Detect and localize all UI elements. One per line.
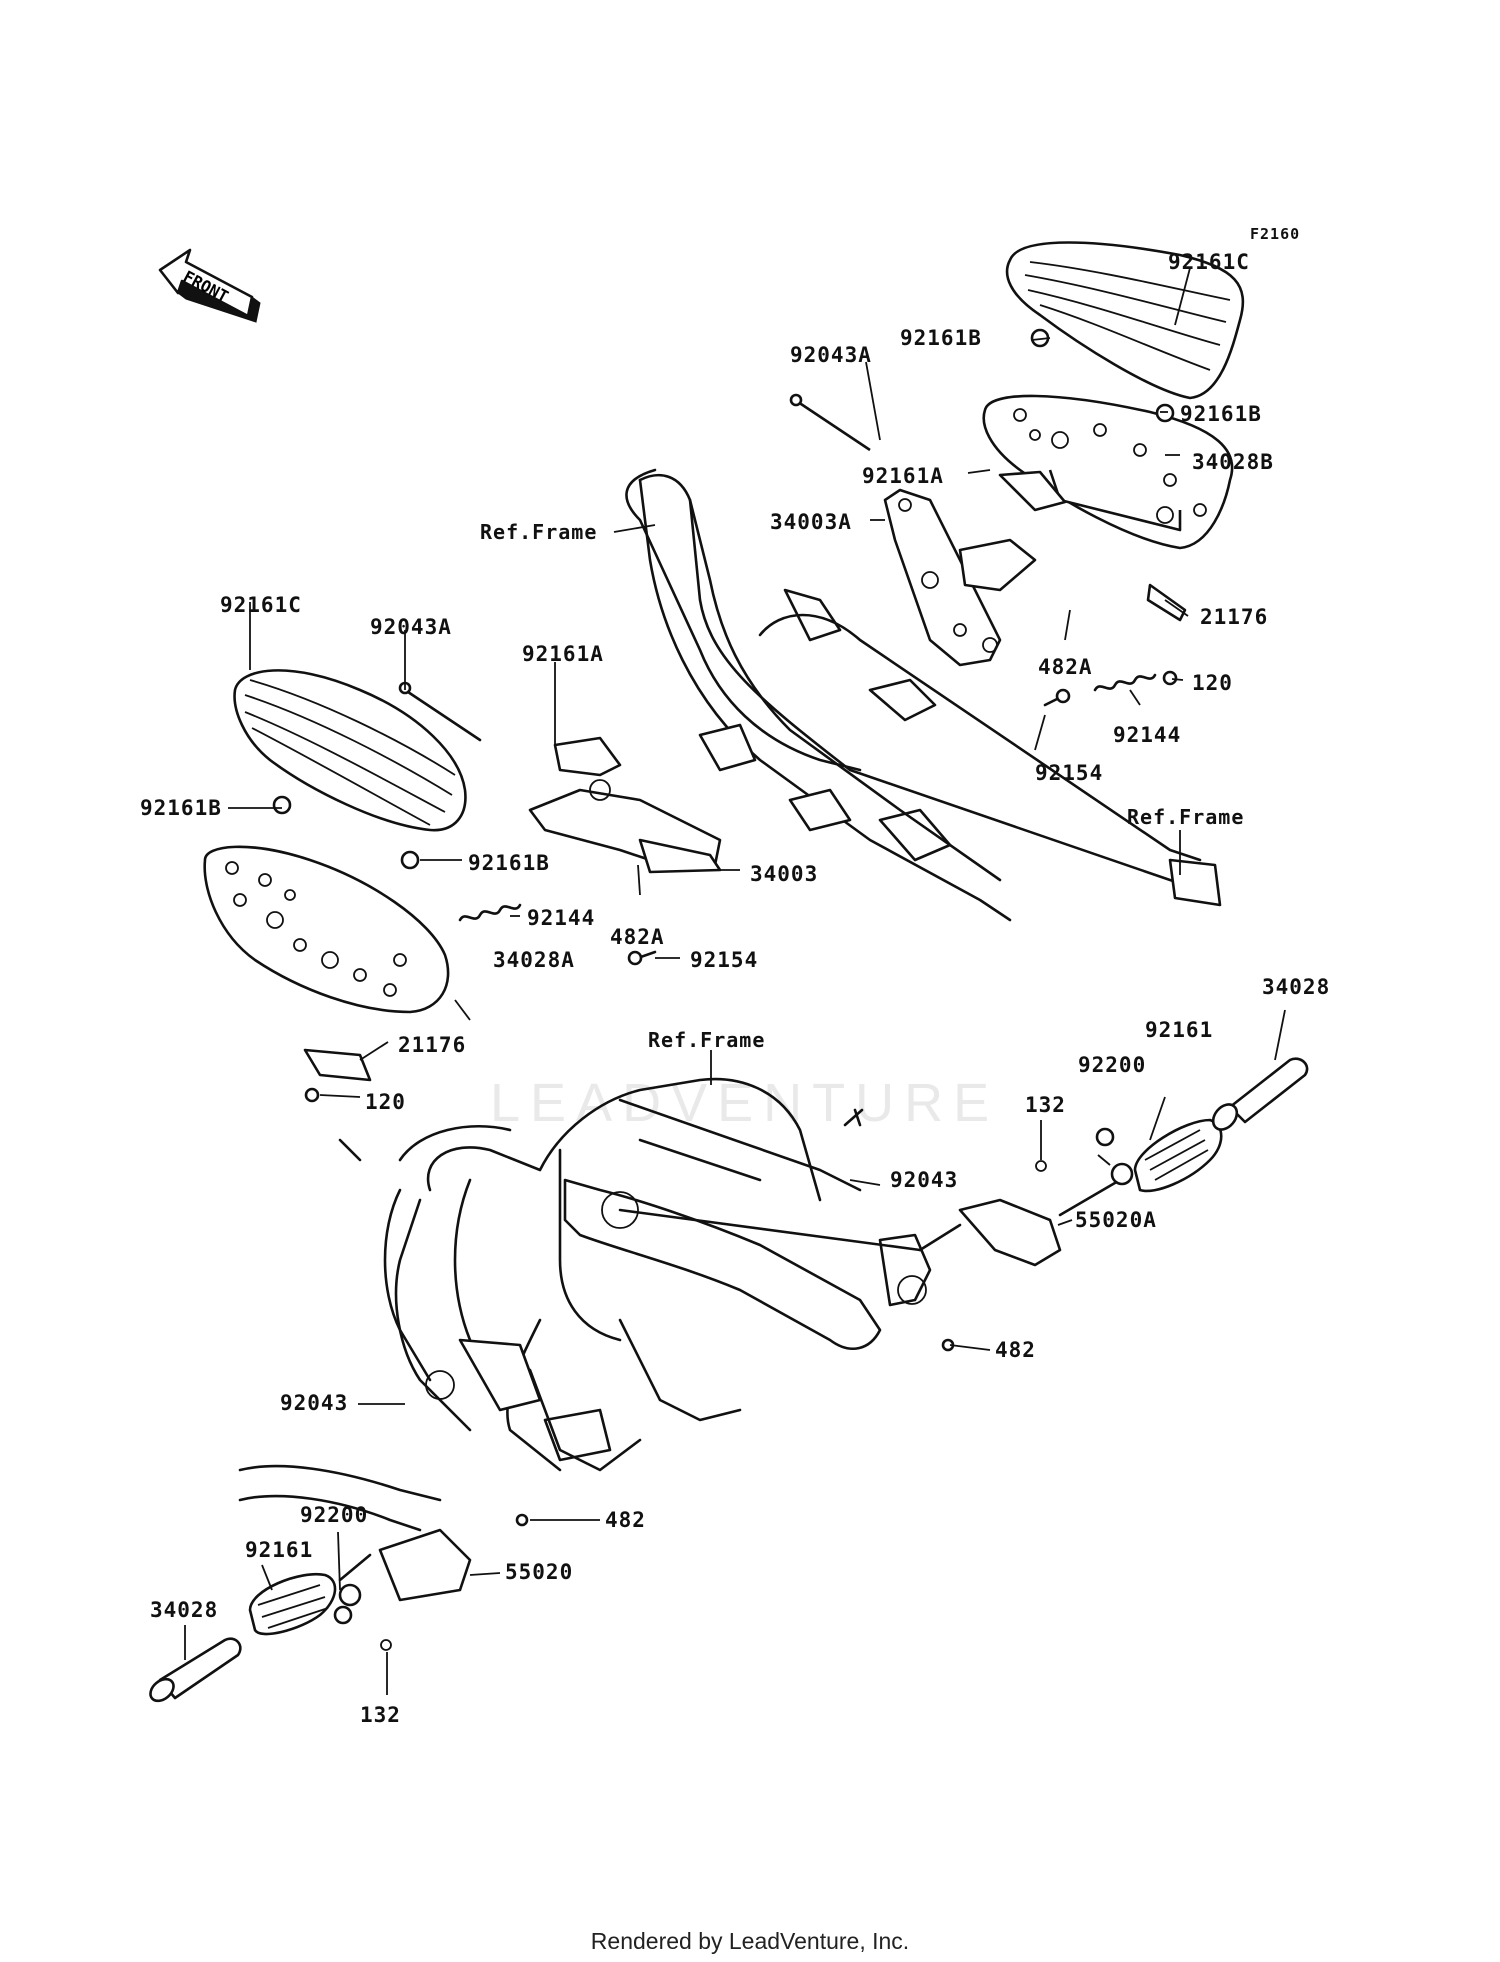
label-92154-left: 92154 <box>690 948 759 972</box>
label-ref-frame-1: Ref.Frame <box>480 520 598 544</box>
label-132-right: 132 <box>1025 1093 1066 1117</box>
label-92200-left: 92200 <box>300 1503 369 1527</box>
frame-right-upper <box>625 468 1222 907</box>
label-92161A-right: 92161A <box>862 464 944 488</box>
label-482A-left: 482A <box>610 925 665 949</box>
label-120-right: 120 <box>1192 671 1233 695</box>
label-92161C-left: 92161C <box>220 593 302 617</box>
floorboard-plate-left <box>203 845 450 1014</box>
label-55020: 55020 <box>505 1560 574 1584</box>
label-ref-frame-3: Ref.Frame <box>648 1028 766 1052</box>
label-92200-right: 92200 <box>1078 1053 1147 1077</box>
label-92154-right: 92154 <box>1035 761 1104 785</box>
label-34028B: 34028B <box>1192 450 1274 474</box>
label-92043-right: 92043 <box>890 1168 959 1192</box>
label-482A-right: 482A <box>1038 655 1093 679</box>
label-92043A-right: 92043A <box>790 343 872 367</box>
figure-code: F2160 <box>1250 225 1301 243</box>
label-92161A-left: 92161A <box>522 642 604 666</box>
label-34028-left: 34028 <box>150 1598 219 1622</box>
label-482-left: 482 <box>605 1508 646 1532</box>
label-34028A: 34028A <box>493 948 575 972</box>
label-120-left: 120 <box>365 1090 406 1114</box>
label-34028-right: 34028 <box>1262 975 1331 999</box>
label-34003: 34003 <box>750 862 819 886</box>
label-132-left: 132 <box>360 1703 401 1727</box>
label-55020A: 55020A <box>1075 1208 1157 1232</box>
footer-credit: Rendered by LeadVenture, Inc. <box>590 1928 910 1954</box>
leader-lines <box>184 267 1286 1695</box>
label-92161B-left-2: 92161B <box>468 851 550 875</box>
bracket-34003 <box>528 736 722 874</box>
label-34003A: 34003A <box>770 510 852 534</box>
label-92144-right: 92144 <box>1113 723 1182 747</box>
label-482-right: 482 <box>995 1338 1036 1362</box>
label-ref-frame-2: Ref.Frame <box>1127 805 1245 829</box>
label-21176-left: 21176 <box>398 1033 467 1057</box>
label-92161-right: 92161 <box>1145 1018 1214 1042</box>
floorboard-pad-right <box>1005 241 1245 400</box>
label-21176-right: 21176 <box>1200 605 1269 629</box>
label-92144-left: 92144 <box>527 906 596 930</box>
frame-lower <box>238 1077 932 1532</box>
label-92043-left: 92043 <box>280 1391 349 1415</box>
label-92161B-right-2: 92161B <box>1180 402 1262 426</box>
label-92161C-right: 92161C <box>1168 250 1250 274</box>
front-arrow-icon: FRONT <box>158 248 261 323</box>
label-92161B-left-1: 92161B <box>140 796 222 820</box>
floorboard-plate-right <box>982 394 1234 550</box>
label-92161B-right-1: 92161B <box>900 326 982 350</box>
bracket-34003A <box>883 470 1067 667</box>
footpeg-right <box>843 1057 1309 1267</box>
floorboard-pad-left <box>233 669 467 832</box>
label-92043A-left: 92043A <box>370 615 452 639</box>
label-92161-left: 92161 <box>245 1538 314 1562</box>
frame-left-upper <box>638 478 1012 922</box>
